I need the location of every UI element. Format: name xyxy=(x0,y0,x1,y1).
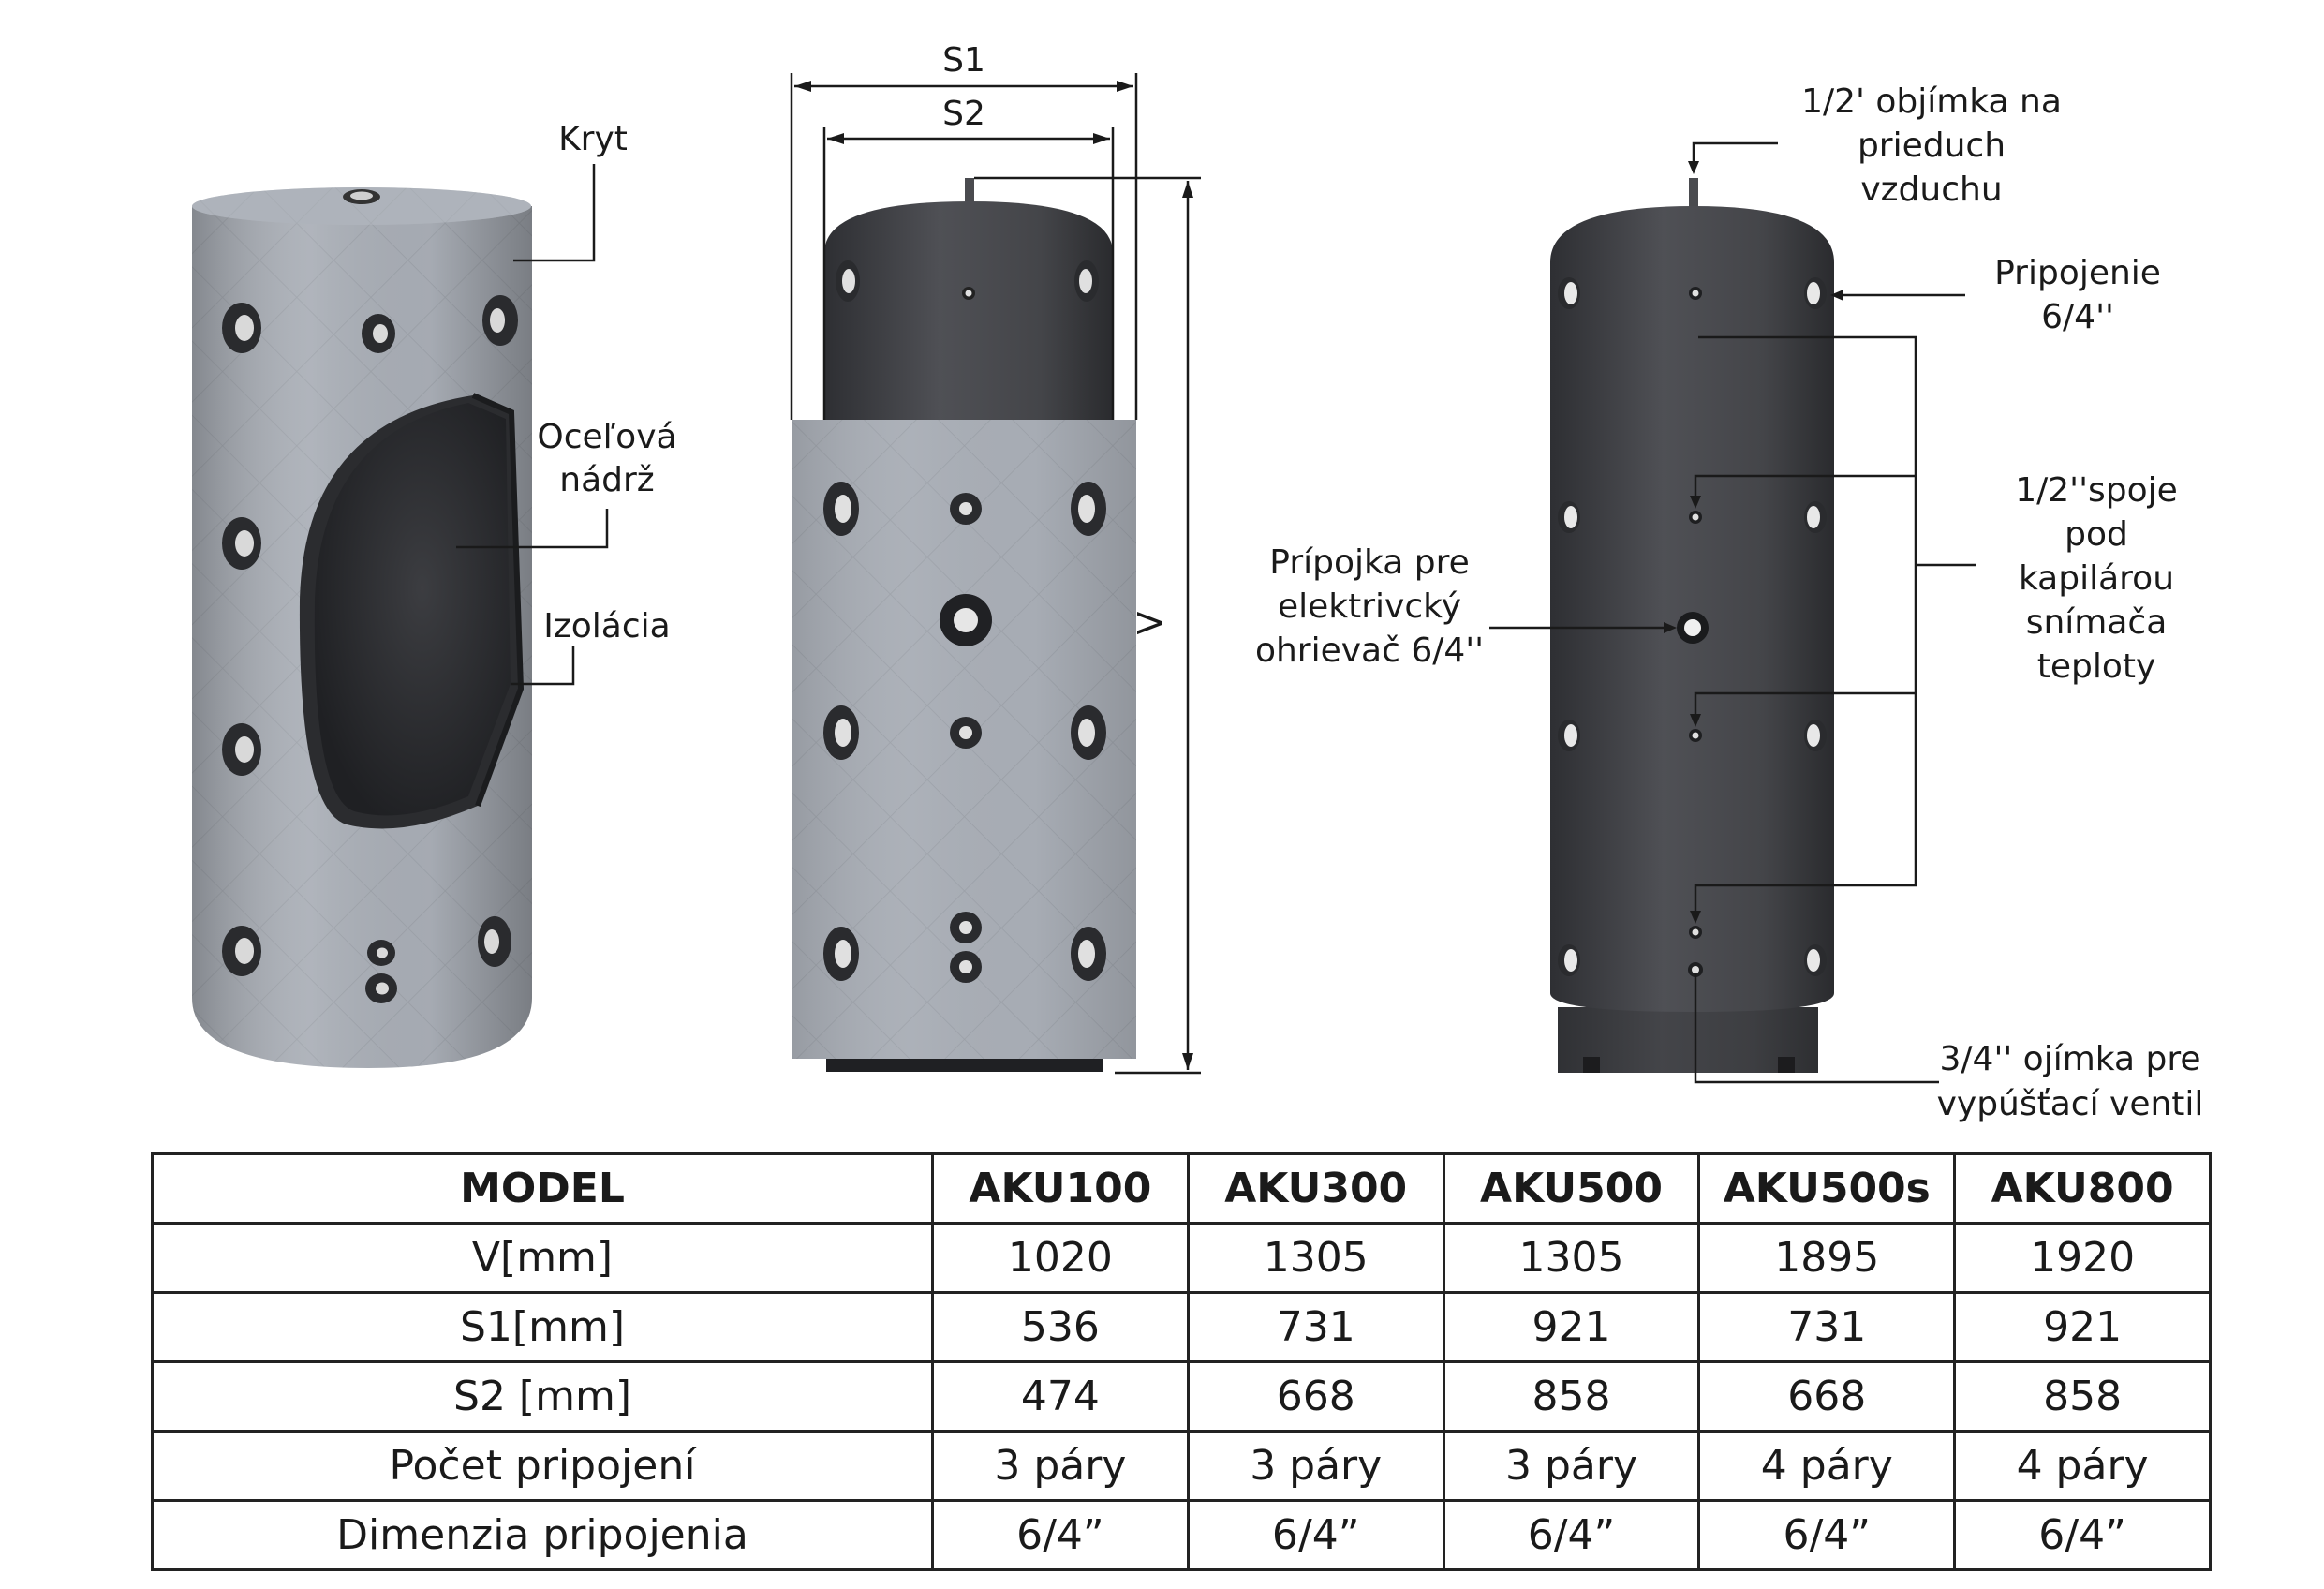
table-cell: 1920 xyxy=(1953,1222,2212,1294)
label-ohrievac-2: elektrivcký xyxy=(1278,587,1461,626)
row-label: V[mm] xyxy=(151,1222,934,1294)
label-s2: S2 xyxy=(942,95,985,133)
fitting-icon xyxy=(222,295,518,1003)
label-spoje-4: snímača xyxy=(2026,603,2168,642)
row-label: Počet pripojení xyxy=(151,1430,934,1502)
label-spoje-2: pod xyxy=(2065,515,2128,554)
table-row: S2 [mm] 474 668 858 668 858 xyxy=(151,1360,2212,1433)
header-aku800: AKU800 xyxy=(1953,1152,2212,1225)
spec-table: MODEL AKU100 AKU300 AKU500 AKU500s AKU80… xyxy=(151,1152,2212,1571)
header-aku500: AKU500 xyxy=(1442,1152,1701,1225)
table-cell: 474 xyxy=(931,1360,1190,1433)
label-spoje-1: 1/2''spoje xyxy=(2015,471,2178,510)
label-vypust-1: 3/4'' ojímka pre xyxy=(1940,1040,2201,1078)
cutaway-tank xyxy=(192,164,609,1068)
table-cell: 731 xyxy=(1186,1291,1445,1363)
table-cell: 3 páry xyxy=(1442,1430,1701,1502)
table-cell: 6/4” xyxy=(931,1499,1190,1571)
table-cell: 1895 xyxy=(1697,1222,1957,1294)
label-ohrievac-3: ohrievač 6/4'' xyxy=(1255,631,1484,670)
table-cell: 6/4” xyxy=(1186,1499,1445,1571)
table-cell: 921 xyxy=(1953,1291,2212,1363)
row-label: S2 [mm] xyxy=(151,1360,934,1433)
table-row: Dimenzia pripojenia 6/4” 6/4” 6/4” 6/4” … xyxy=(151,1499,2212,1571)
table-cell: 6/4” xyxy=(1697,1499,1957,1571)
table-cell: 1305 xyxy=(1186,1222,1445,1294)
label-pripojenie-2: 6/4'' xyxy=(2041,298,2114,336)
label-ventil-3: vzduchu xyxy=(1860,171,2002,209)
table-header-row: MODEL AKU100 AKU300 AKU500 AKU500s AKU80… xyxy=(151,1152,2212,1225)
header-aku500s: AKU500s xyxy=(1697,1152,1957,1225)
table-cell: 1305 xyxy=(1442,1222,1701,1294)
table-cell: 3 páry xyxy=(1186,1430,1445,1502)
fitting-icon xyxy=(1558,277,1827,977)
table-cell: 4 páry xyxy=(1697,1430,1957,1502)
dimension-tank xyxy=(790,73,1201,1075)
table-cell: 6/4” xyxy=(1442,1499,1701,1571)
table-cell: 858 xyxy=(1442,1360,1701,1433)
fitting-icon xyxy=(823,260,1106,983)
table-cell: 4 páry xyxy=(1953,1430,2212,1502)
label-spoje-5: teploty xyxy=(2037,647,2156,686)
table-cell: 6/4” xyxy=(1953,1499,2212,1571)
label-ocelova-2: nádrž xyxy=(559,461,654,499)
table-cell: 536 xyxy=(931,1291,1190,1363)
label-ocelova-1: Oceľová xyxy=(537,418,676,456)
table-row: S1[mm] 536 731 921 731 921 xyxy=(151,1291,2212,1363)
label-pripojenie-1: Pripojenie xyxy=(1994,254,2161,292)
header-aku300: AKU300 xyxy=(1186,1152,1445,1225)
table-row: V[mm] 1020 1305 1305 1895 1920 xyxy=(151,1222,2212,1294)
label-v: V xyxy=(1132,611,1170,634)
label-ventil-1: 1/2' objímka na xyxy=(1801,82,2062,121)
label-kryt: Kryt xyxy=(558,120,628,158)
label-izolacia: Izolácia xyxy=(543,607,670,646)
header-model: MODEL xyxy=(151,1152,934,1225)
table-cell: 858 xyxy=(1953,1360,2212,1433)
row-label: Dimenzia pripojenia xyxy=(151,1499,934,1571)
label-s1: S1 xyxy=(942,41,985,80)
connection-tank xyxy=(1489,141,1976,1084)
table-cell: 668 xyxy=(1697,1360,1957,1433)
tank-diagram: Kryt Oceľová nádrž Izolácia xyxy=(192,41,2204,1123)
table-cell: 731 xyxy=(1697,1291,1957,1363)
row-label: S1[mm] xyxy=(151,1291,934,1363)
label-spoje-3: kapilárou xyxy=(2019,559,2174,598)
label-ventil-2: prieduch xyxy=(1858,126,2006,165)
table-cell: 1020 xyxy=(931,1222,1190,1294)
table-cell: 921 xyxy=(1442,1291,1701,1363)
label-ohrievac-1: Prípojka pre xyxy=(1269,543,1470,582)
label-vypust-2: vypúšťací ventil xyxy=(1937,1085,2204,1123)
table-cell: 668 xyxy=(1186,1360,1445,1433)
header-aku100: AKU100 xyxy=(931,1152,1190,1225)
table-row: Počet pripojení 3 páry 3 páry 3 páry 4 p… xyxy=(151,1430,2212,1502)
table-cell: 3 páry xyxy=(931,1430,1190,1502)
